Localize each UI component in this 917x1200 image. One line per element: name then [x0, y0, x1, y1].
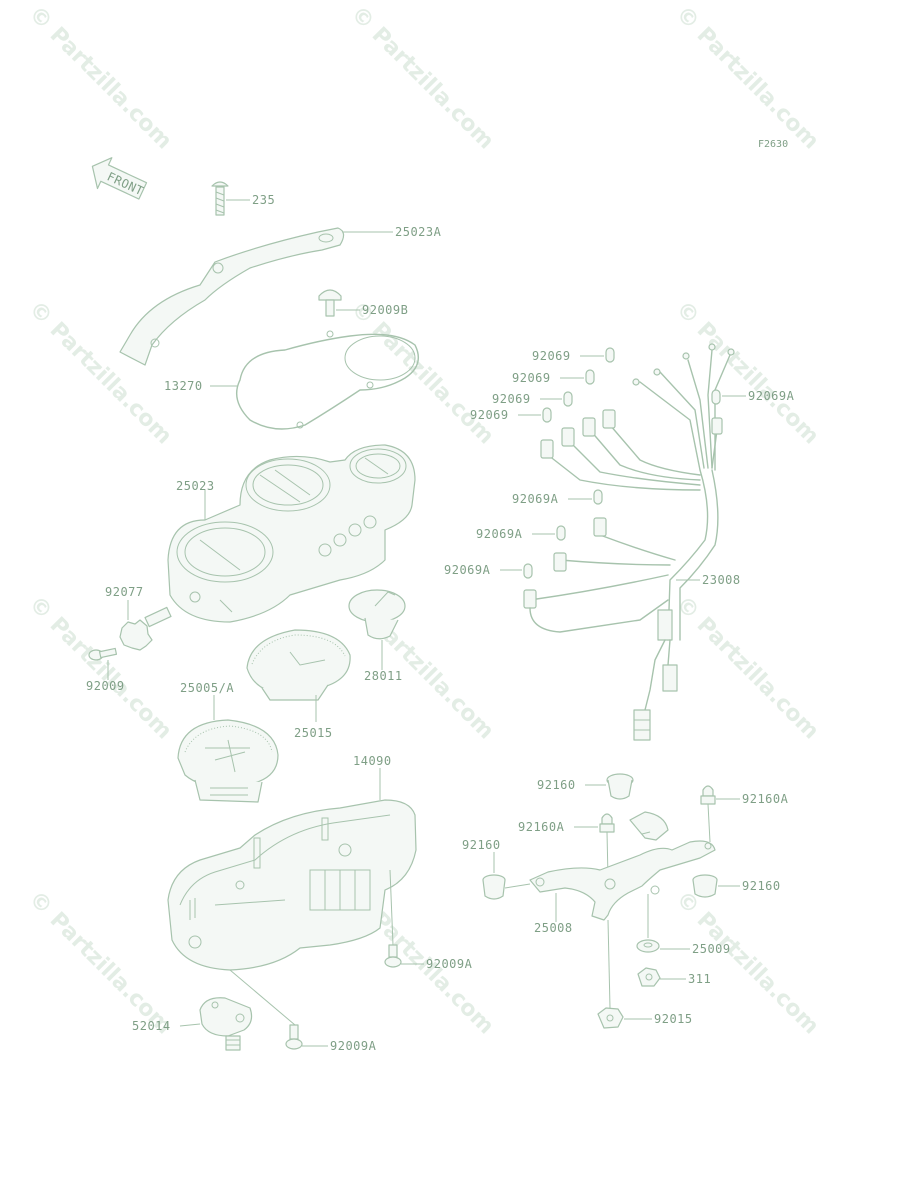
callout-92069A-4: 92069A	[444, 563, 491, 577]
callout-92069A-3: 92069A	[476, 527, 523, 541]
callout-92160-3: 92160	[742, 879, 781, 893]
washer-25009-icon	[636, 894, 660, 953]
screw-92009A-icon	[229, 969, 303, 1050]
callout-92069-2: 92069	[512, 371, 551, 385]
screw-92009-icon	[88, 647, 118, 661]
figure-code: F2630	[758, 139, 788, 150]
callout-25008: 25008	[534, 921, 573, 935]
watermark: © Partzilla.com	[24, 887, 177, 1040]
callout-92160A-2: 92160A	[518, 820, 565, 834]
callout-92009A-2: 92009A	[330, 1039, 377, 1053]
watermark: © Partzilla.com	[24, 2, 177, 155]
meter-face-25015-icon	[246, 629, 351, 701]
callout-92069A-1: 92069A	[748, 389, 795, 403]
watermark: © Partzilla.com	[346, 297, 499, 450]
callout-92015: 92015	[654, 1012, 693, 1026]
callout-13270: 13270	[164, 379, 203, 393]
callout-92077: 92077	[105, 585, 144, 599]
watermark: © Partzilla.com	[671, 887, 824, 1040]
gasket-13270-icon	[236, 333, 419, 430]
housing-14090-icon	[167, 799, 417, 971]
bracket-25023A-icon	[119, 227, 345, 366]
meter-face-25005A-icon	[177, 719, 279, 803]
screw-92009A-icon	[384, 869, 402, 968]
grommet-92160-icon	[692, 874, 718, 898]
collar-92160A-icon	[700, 785, 716, 843]
watermark: © Partzilla.com	[671, 592, 824, 745]
callout-25015: 25015	[294, 726, 333, 740]
callout-235: 235	[252, 193, 275, 207]
callout-25005A: 25005/A	[180, 681, 234, 695]
nut-311-icon	[637, 967, 661, 987]
callout-311: 311	[688, 972, 711, 986]
callout-92009: 92009	[86, 679, 125, 693]
callout-28011: 28011	[364, 669, 403, 683]
callout-92160-1: 92160	[537, 778, 576, 792]
callout-52014: 52014	[132, 1019, 171, 1033]
meter-cover-25023-icon	[167, 444, 416, 623]
callout-25009: 25009	[692, 942, 731, 956]
callout-14090: 14090	[353, 754, 392, 768]
screw-235-icon	[211, 181, 229, 216]
callout-92069-3: 92069	[492, 392, 531, 406]
front-arrow-icon: FRONT	[91, 157, 148, 200]
callout-92009A-1: 92009A	[426, 957, 473, 971]
bracket-25008-icon	[529, 811, 716, 921]
watermark: © Partzilla.com	[346, 2, 499, 155]
callout-25023A: 25023A	[395, 225, 442, 239]
callout-92009B: 92009B	[362, 303, 408, 317]
gear-92077-icon	[119, 606, 172, 651]
callout-92160-2: 92160	[462, 838, 501, 852]
watermark: © Partzilla.com	[671, 2, 824, 155]
nut-92015-icon	[597, 919, 624, 1029]
callout-92069A-2: 92069A	[512, 492, 559, 506]
meter-28011-icon	[348, 589, 406, 640]
grommet-92160-icon	[482, 874, 506, 900]
callout-23008: 23008	[702, 573, 741, 587]
watermark: © Partzilla.com	[671, 297, 824, 450]
bulb-92069-icon	[523, 347, 721, 579]
wire-harness-23008-icon	[523, 343, 735, 741]
screw-92009B-icon	[318, 289, 342, 338]
sensor-52014-icon	[199, 997, 253, 1051]
callout-92069-1: 92069	[532, 349, 571, 363]
callout-92069-4: 92069	[470, 408, 509, 422]
grommet-92160-icon	[606, 773, 634, 800]
callout-92160A-1: 92160A	[742, 792, 789, 806]
callout-25023: 25023	[176, 479, 215, 493]
